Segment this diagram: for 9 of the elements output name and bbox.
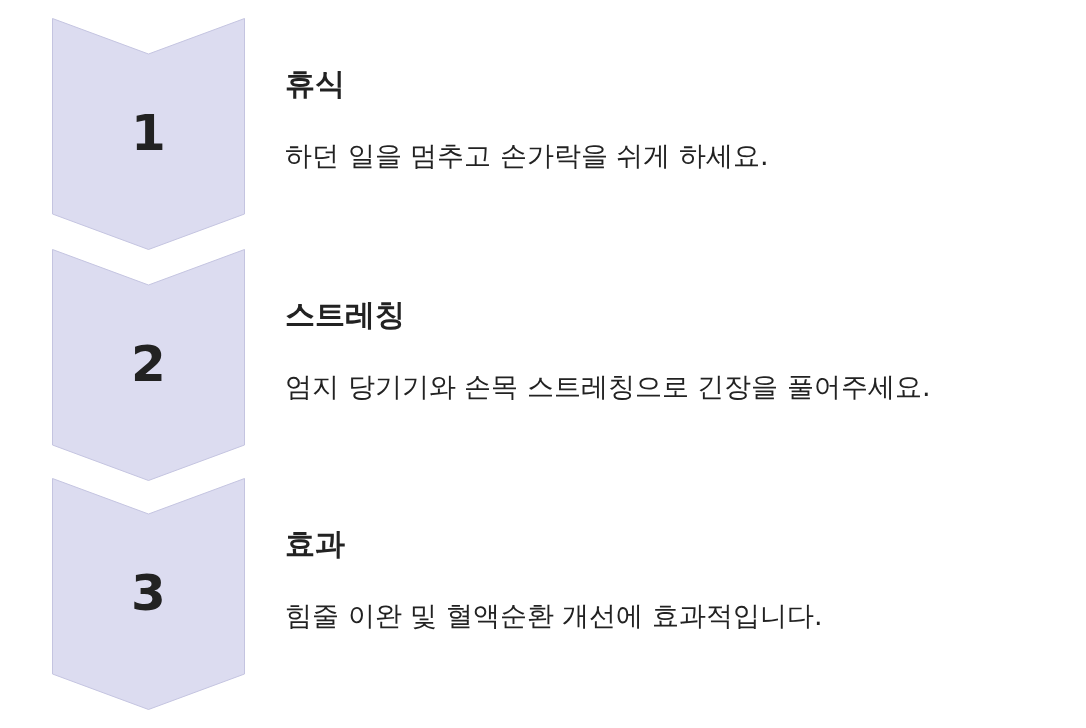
step-heading: 효과 [285, 526, 345, 562]
step-description: 하던 일을 멈추고 손가락을 쉬게 하세요. [285, 140, 769, 173]
step-number: 2 [130, 339, 167, 389]
step-description: 엄지 당기기와 손목 스트레칭으로 긴장을 풀어주세요. [285, 371, 931, 404]
step-heading: 휴식 [285, 66, 345, 102]
step-heading: 스트레칭 [285, 297, 405, 333]
step-description: 힘줄 이완 및 혈액순환 개선에 효과적입니다. [285, 600, 823, 633]
step-number: 3 [130, 568, 167, 618]
step-number: 1 [130, 108, 167, 158]
